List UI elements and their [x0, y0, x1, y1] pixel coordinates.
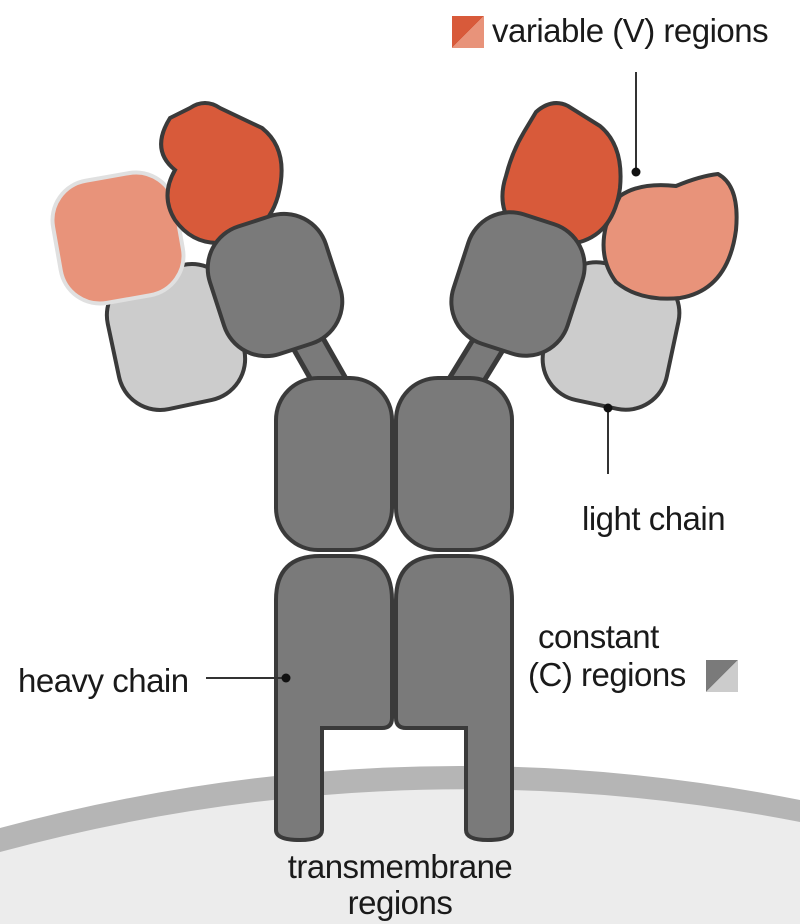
- variable-leader-dot: [632, 168, 641, 177]
- transmembrane-label-line2: regions: [260, 886, 540, 919]
- light-chain-leader-dot: [604, 404, 613, 413]
- constant-region-swatch: [706, 660, 738, 692]
- right-light-variable-domain: [604, 174, 737, 299]
- variable-regions-label: variable (V) regions: [492, 14, 768, 47]
- constant-label-line1: constant: [538, 620, 659, 653]
- light-chain-label: light chain: [582, 502, 725, 535]
- left-heavy-ch2-domain: [276, 378, 392, 550]
- heavy-chain-leader-dot: [282, 674, 291, 683]
- constant-label-line2: (C) regions: [528, 658, 686, 691]
- right-heavy-ch2-domain: [396, 378, 512, 550]
- variable-region-swatch: [452, 16, 484, 48]
- transmembrane-label-line1: transmembrane: [260, 850, 540, 883]
- heavy-chain-label: heavy chain: [18, 664, 189, 697]
